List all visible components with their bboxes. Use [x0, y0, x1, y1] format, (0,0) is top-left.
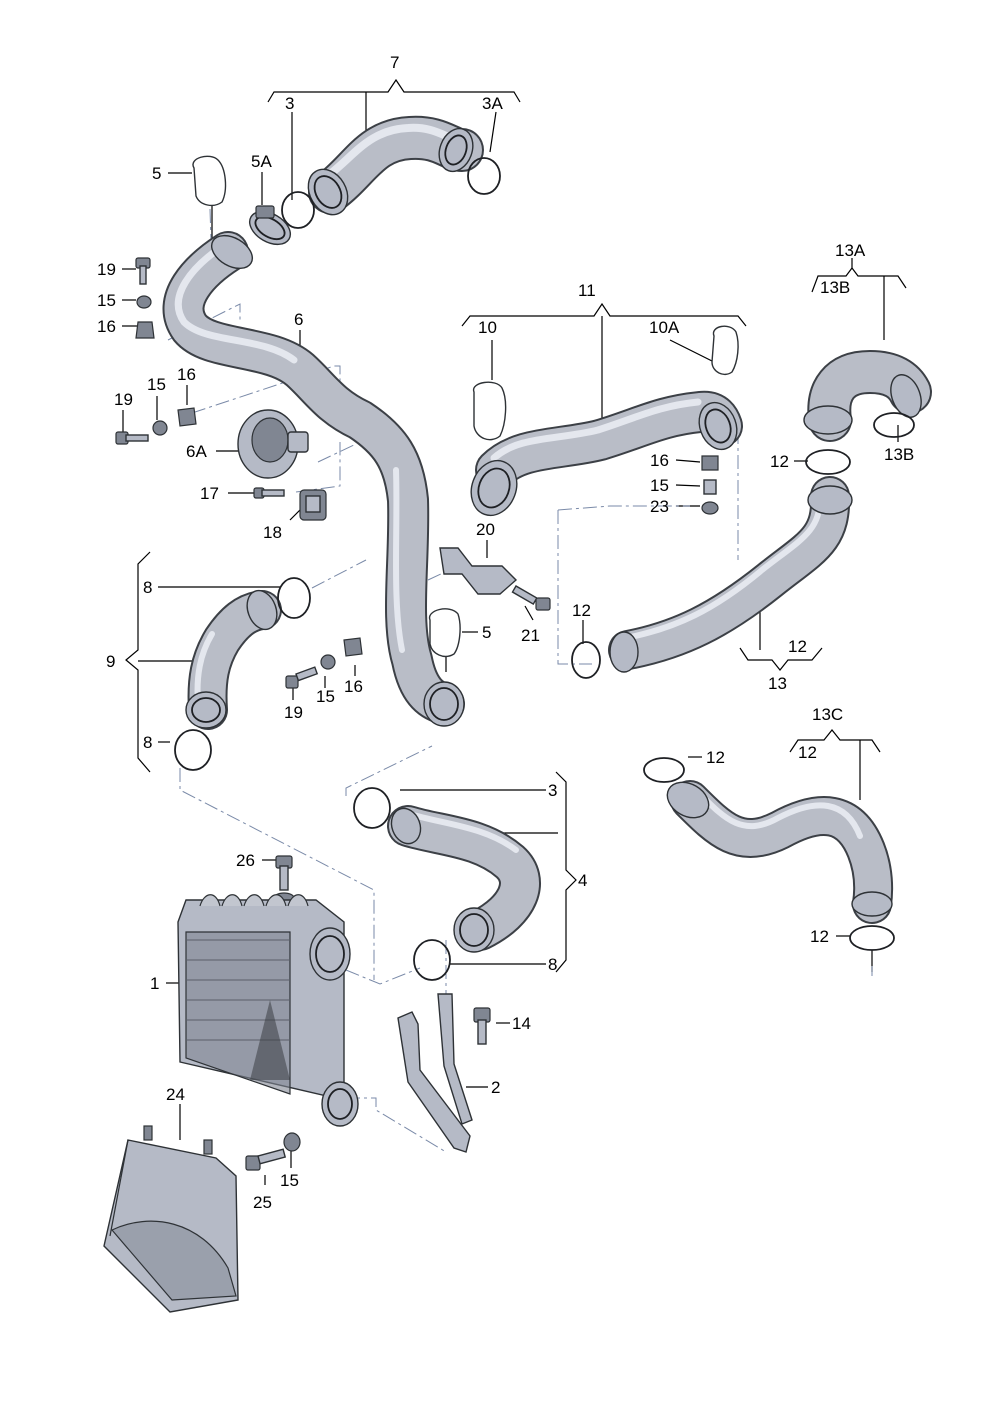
label-16-upper: 16: [97, 317, 116, 336]
washer-15-lower: [320, 654, 336, 670]
label-18: 18: [263, 523, 282, 542]
label-15-middle: 15: [147, 375, 166, 394]
grommet-16-right: [701, 455, 719, 471]
bolt-17: [253, 487, 285, 499]
label-15-upper: 15: [97, 291, 116, 310]
bracket-20: [439, 547, 518, 595]
leader-lines: [122, 78, 907, 1185]
o-rings: [174, 157, 915, 981]
label-16-lower: 16: [344, 677, 363, 696]
label-21: 21: [521, 626, 540, 645]
bolt-19-lower: [285, 666, 319, 689]
washer-15-bottom: [283, 1132, 301, 1152]
bolt-14: [473, 1007, 491, 1045]
sensor-18: [299, 489, 327, 521]
label-5-lower: 5: [482, 623, 491, 642]
bolt-19-middle: [115, 431, 149, 445]
bolt-21: [511, 585, 551, 611]
label-25: 25: [253, 1193, 272, 1212]
label-13B-right: 13B: [884, 445, 914, 464]
label-12-middle: 12: [572, 601, 591, 620]
gaskets: [192, 155, 739, 658]
label-13C: 13C: [812, 705, 843, 724]
bolt-19-upper: [135, 257, 151, 285]
clamp-5A: [249, 205, 291, 246]
label-16-right: 16: [650, 451, 669, 470]
label-2: 2: [491, 1078, 500, 1097]
label-8-upper: 8: [143, 578, 152, 597]
label-1: 1: [150, 974, 159, 993]
label-6A: 6A: [186, 442, 207, 461]
label-12-bottom: 12: [810, 927, 829, 946]
label-20: 20: [476, 520, 495, 539]
label-13A: 13A: [835, 241, 866, 260]
label-4: 4: [578, 871, 587, 890]
label-26: 26: [236, 851, 255, 870]
label-8-right: 8: [548, 955, 557, 974]
label-12-13C-bracket: 12: [798, 743, 817, 762]
label-19-lower: 19: [284, 703, 303, 722]
washer-15-middle: [152, 420, 168, 436]
label-7: 7: [390, 53, 399, 72]
nut-23: [701, 501, 719, 515]
label-24: 24: [166, 1085, 185, 1104]
label-14: 14: [512, 1014, 531, 1033]
part-labels: 7 3 3A 5 5A 19 15 16 6 19 15 16 6A 17 18…: [97, 53, 914, 1212]
fasteners: [115, 205, 719, 1171]
label-19-middle: 19: [114, 390, 133, 409]
intercooler-1: [177, 894, 359, 1127]
label-10: 10: [478, 318, 497, 337]
label-6: 6: [294, 310, 303, 329]
label-15-right: 15: [650, 476, 669, 495]
pipe-ends: [185, 127, 922, 953]
label-3-top: 3: [285, 94, 294, 113]
grommet-16-middle: [177, 407, 197, 427]
label-3A: 3A: [482, 94, 503, 113]
label-15-bottom: 15: [280, 1171, 299, 1190]
label-8-lower: 8: [143, 733, 152, 752]
label-9: 9: [106, 652, 115, 671]
washer-15-upper: [136, 295, 152, 309]
label-13B-top: 13B: [820, 278, 850, 297]
label-12-right-upper: 12: [770, 452, 789, 471]
label-5-top: 5: [152, 164, 161, 183]
air-guide-24: [103, 1125, 239, 1313]
label-17: 17: [200, 484, 219, 503]
bolt-25: [245, 1148, 287, 1171]
label-12-bracket: 12: [788, 637, 807, 656]
spacer-15-right: [703, 479, 717, 495]
label-15-lower: 15: [316, 687, 335, 706]
label-16-middle: 16: [177, 365, 196, 384]
label-13: 13: [768, 674, 787, 693]
label-19-upper: 19: [97, 260, 116, 279]
hoses: [162, 115, 932, 951]
label-23: 23: [650, 497, 669, 516]
label-10A: 10A: [649, 318, 680, 337]
label-3-lower: 3: [548, 781, 557, 800]
bracket-2: [397, 1011, 471, 1153]
label-5A: 5A: [251, 152, 272, 171]
label-12-13C-ring: 12: [706, 748, 725, 767]
label-11: 11: [578, 281, 596, 300]
housing-6A: [237, 409, 309, 479]
grommet-16-upper: [135, 321, 155, 339]
grommet-16-lower: [343, 637, 363, 657]
